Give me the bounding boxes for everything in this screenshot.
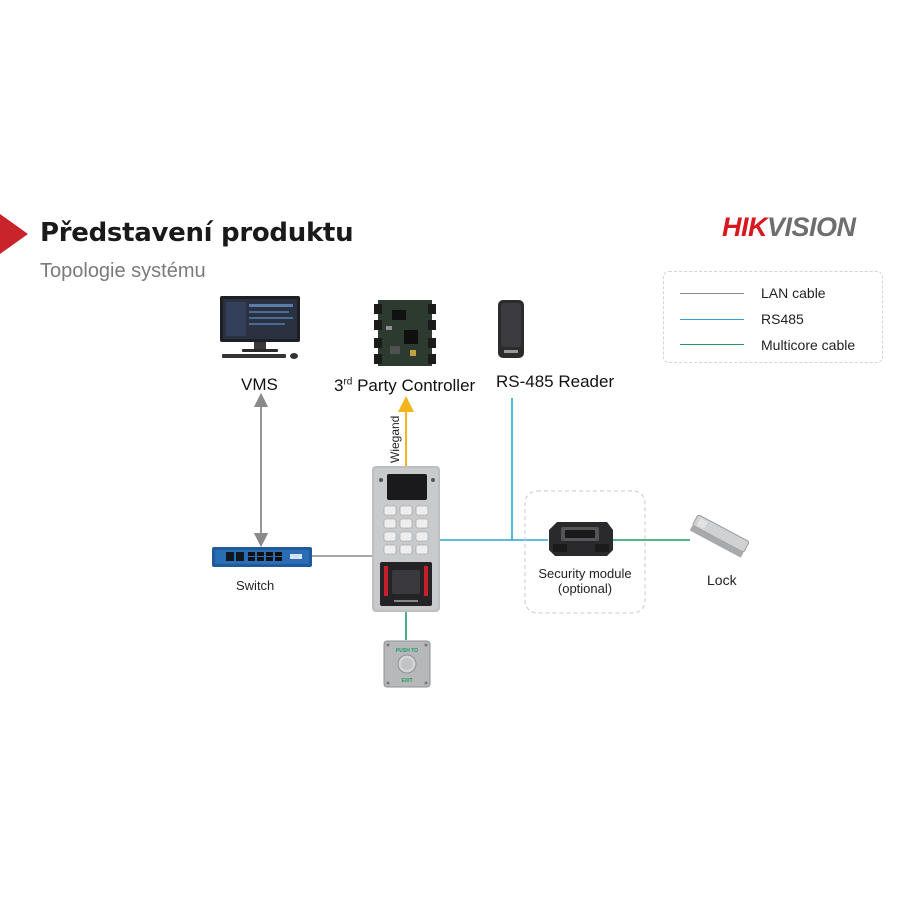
lock-label: Lock xyxy=(707,572,737,588)
exit-button-top-text: PUSH TO xyxy=(396,648,418,654)
security-module-optional-box xyxy=(524,490,646,614)
vms-label: VMS xyxy=(241,375,278,394)
legend-line-multicore xyxy=(680,344,744,345)
reader-label: RS-485 Reader xyxy=(496,372,615,391)
controller-label: 3rd Party Controller xyxy=(334,376,475,396)
legend-line-lan xyxy=(680,293,744,294)
security-module-label: Security module (optional) xyxy=(535,566,635,596)
rs485-reader-icon xyxy=(498,300,524,358)
wiegand-label: Wiegand xyxy=(388,415,402,463)
header-accent-arrow xyxy=(0,214,28,254)
security-module-label-line2: (optional) xyxy=(557,581,613,596)
controller-label-sup: rd xyxy=(343,376,353,388)
logo-part-1: HIK xyxy=(722,212,768,242)
security-module-label-line1: Security module xyxy=(538,566,632,581)
logo-part-2: VISION xyxy=(767,212,856,242)
page-title: Představení produktu xyxy=(40,218,354,248)
legend-label-multicore: Multicore cable xyxy=(761,337,856,353)
exit-button-icon: PUSH TO EXIT xyxy=(383,640,431,688)
controller-label-rest: Party Controller xyxy=(352,376,476,395)
magnetic-lock-icon xyxy=(689,515,750,558)
exit-button-bottom-text: EXIT xyxy=(401,678,412,684)
legend-line-rs485 xyxy=(680,319,744,320)
vms-computer-icon xyxy=(220,296,300,359)
legend-label-rs485: RS485 xyxy=(761,311,804,327)
rs485-line-reader xyxy=(440,398,513,541)
page-subtitle: Topologie systému xyxy=(40,260,206,282)
hikvision-logo: HIKVISION xyxy=(722,212,856,243)
controller-board-icon xyxy=(374,300,436,366)
security-module-icon xyxy=(549,522,613,556)
access-terminal-icon xyxy=(372,466,440,612)
switch-label: Switch xyxy=(236,578,275,593)
controller-label-prefix: 3 xyxy=(334,376,344,395)
legend-label-lan: LAN cable xyxy=(761,285,826,301)
legend: LAN cable RS485 Multicore cable xyxy=(663,271,883,363)
switch-icon xyxy=(212,547,312,567)
